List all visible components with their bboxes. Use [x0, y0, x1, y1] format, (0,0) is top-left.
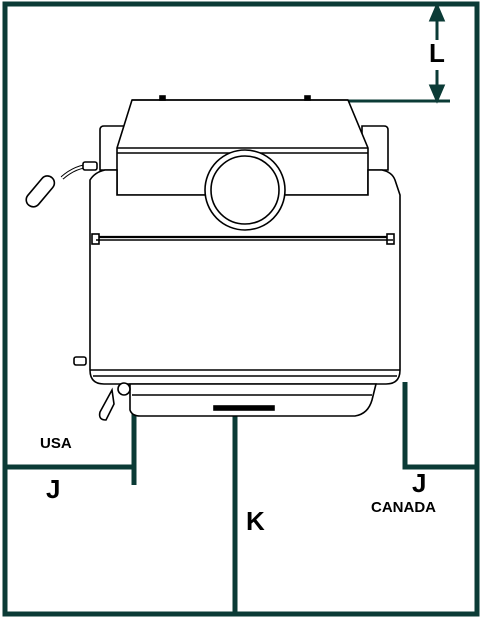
dimension-label-j-usa: J — [46, 474, 61, 504]
stove — [25, 95, 401, 421]
dimension-label-j-canada: J — [412, 468, 427, 498]
dimension-label-l: L — [429, 38, 445, 68]
dimension-l-arrow — [428, 2, 446, 104]
arrow-down-icon — [428, 84, 446, 104]
ash-pan-handle — [213, 405, 275, 411]
canada-label: CANADA — [371, 499, 436, 516]
canada-floor-protection-line — [402, 382, 477, 470]
dimension-label-k: K — [246, 506, 265, 536]
lower-handle — [98, 387, 115, 421]
door-handle-grip — [25, 175, 56, 208]
flue-collar-inner — [210, 155, 280, 225]
usa-label: USA — [40, 435, 72, 452]
stove-base — [129, 383, 378, 417]
air-control-knob — [73, 356, 87, 366]
stove-body — [89, 169, 401, 385]
arrow-up-icon — [428, 2, 446, 22]
